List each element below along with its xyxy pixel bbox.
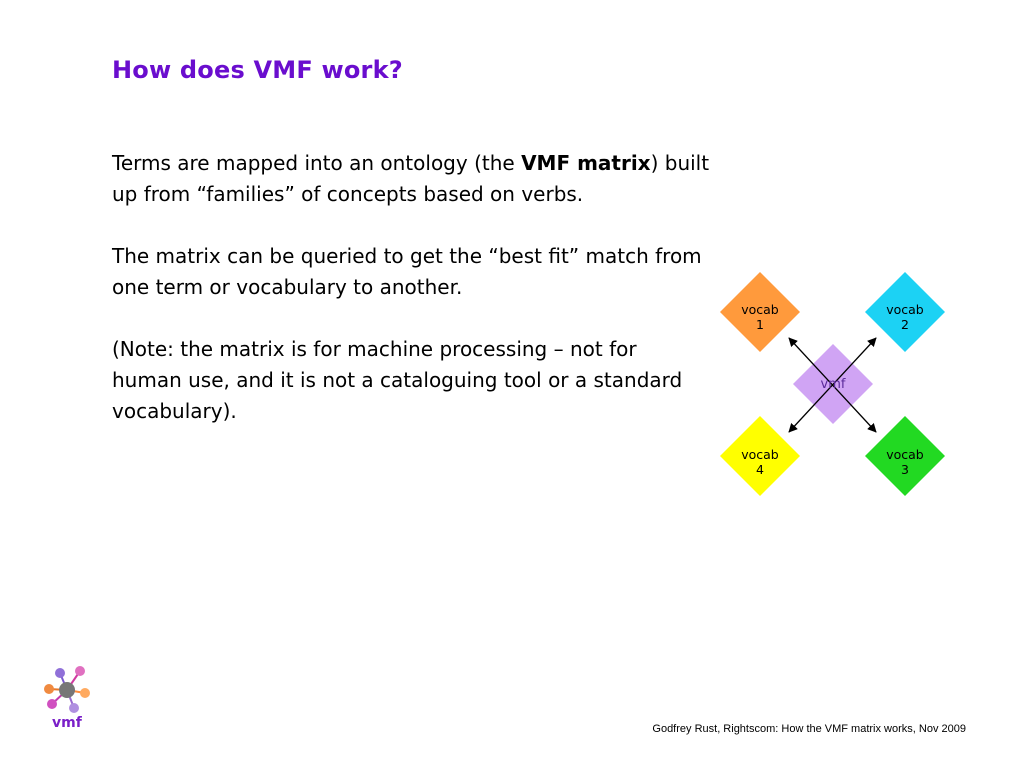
slide-body: Terms are mapped into an ontology (the V… xyxy=(112,148,712,458)
paragraph-query: The matrix can be queried to get the “be… xyxy=(112,244,702,299)
vmf-logo-icon xyxy=(44,666,90,713)
vocab-2-diamond xyxy=(865,272,945,352)
vocab-4-diamond xyxy=(720,416,800,496)
vmf-logo-text: vmf xyxy=(52,715,82,731)
paragraph-ontology-text-1: Terms are mapped into an ontology (the xyxy=(112,151,522,175)
diagram-canvas xyxy=(720,272,945,496)
vmf-logo xyxy=(40,662,96,732)
vmf-center-label: vmf xyxy=(820,377,846,392)
footer-credit: Godfrey Rust, Rightscom: How the VMF mat… xyxy=(652,723,966,735)
vocab-1-diamond xyxy=(720,272,800,352)
slide-title: How does VMF work? xyxy=(112,56,403,84)
arrow-vocab2-vocab4 xyxy=(788,337,877,433)
vocab-3-diamond xyxy=(865,416,945,496)
paragraph-ontology: Terms are mapped into an ontology (the V… xyxy=(112,148,712,210)
paragraph-ontology-text-2: ) built up from “families” of concepts b… xyxy=(112,151,710,206)
vmf-matrix-term: VMF matrix xyxy=(521,151,651,175)
paragraph-note: (Note: the matrix is for machine process… xyxy=(112,337,683,423)
